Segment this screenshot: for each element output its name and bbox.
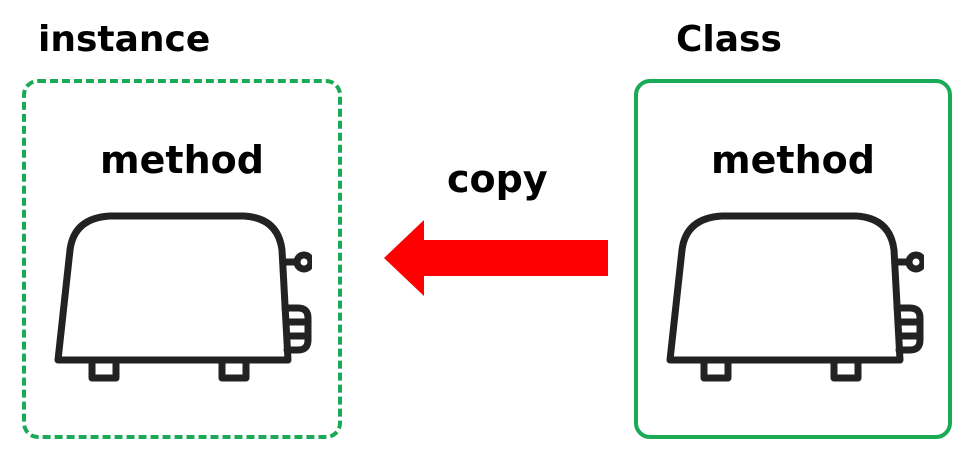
- class-box: method: [634, 79, 952, 439]
- instance-box: method: [22, 79, 342, 439]
- instance-title: instance: [38, 19, 211, 60]
- class-method-label: method: [711, 138, 875, 182]
- copy-label: copy: [447, 157, 548, 201]
- instance-method-label: method: [100, 138, 264, 182]
- class-title: Class: [676, 19, 782, 60]
- toaster-icon: [54, 212, 312, 382]
- arrow-left-icon: [384, 220, 608, 296]
- toaster-icon: [666, 212, 924, 382]
